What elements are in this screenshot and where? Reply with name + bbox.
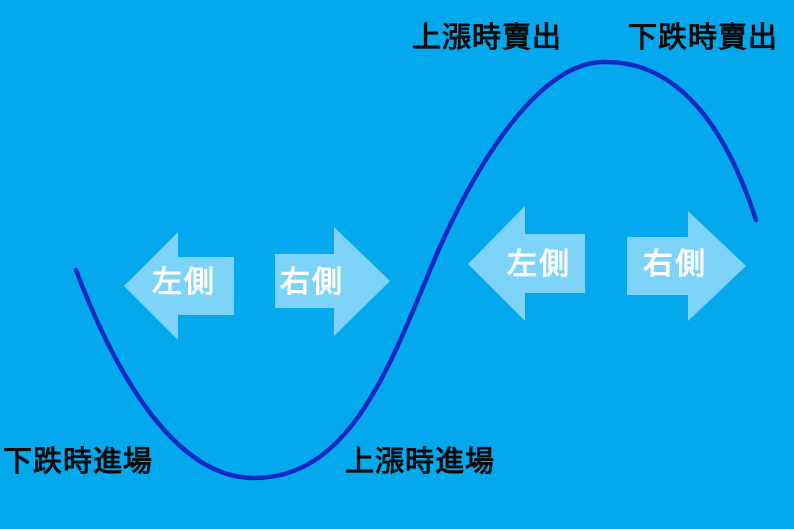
arrow-left-1-shape <box>124 232 234 340</box>
label-enter-on-rise: 上漲時進場 <box>345 444 496 478</box>
arrow-right-1-shape <box>275 227 390 336</box>
arrow-left-side-1 <box>124 232 234 340</box>
label-enter-on-fall: 下跌時進場 <box>3 444 154 478</box>
arrow-left-1-label: 左側 <box>152 265 216 300</box>
arrow-right-side-1 <box>275 227 390 336</box>
arrow-right-2-label: 右側 <box>643 247 707 282</box>
arrow-left-side-2 <box>468 206 585 321</box>
label-sell-on-rise: 上漲時賣出 <box>412 20 563 54</box>
label-sell-on-fall: 下跌時賣出 <box>628 20 779 54</box>
arrow-left-2-shape <box>468 206 585 321</box>
arrow-right-1-label: 右側 <box>280 265 344 300</box>
arrow-right-2-shape <box>627 211 746 321</box>
arrow-right-side-2 <box>627 211 746 321</box>
price-curve <box>73 59 759 481</box>
arrow-left-2-label: 左側 <box>507 247 571 282</box>
